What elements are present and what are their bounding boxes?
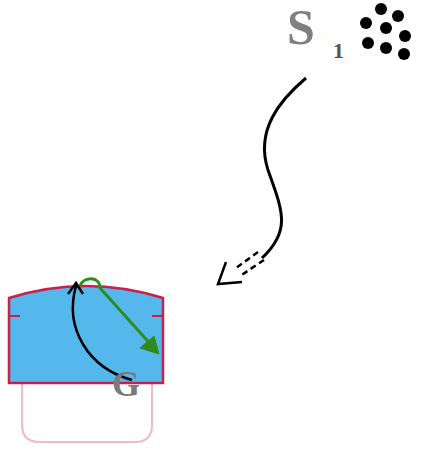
particle-dots xyxy=(360,3,411,60)
species-subscript: 1 xyxy=(333,40,344,62)
cell-outline xyxy=(8,278,164,384)
double-arrow xyxy=(218,252,264,284)
gene-letter: G xyxy=(112,366,140,402)
cell-shape: G xyxy=(8,278,164,384)
wavy-line xyxy=(262,78,306,258)
species-letter: S xyxy=(287,2,315,52)
